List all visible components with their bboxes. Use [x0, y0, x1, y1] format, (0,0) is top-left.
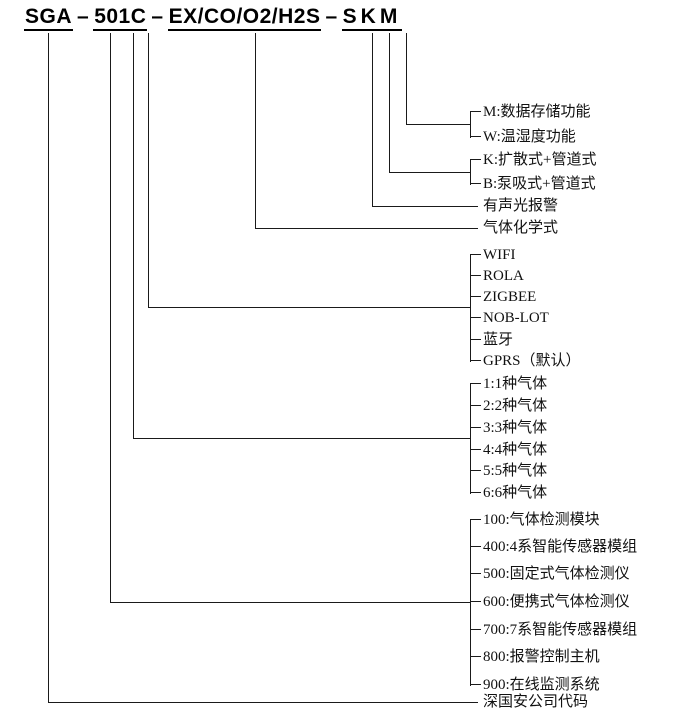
legend-item-zigbee: ZIGBEE — [469, 289, 537, 305]
legend-item-series-600: 600:便携式气体检测仪 — [470, 594, 630, 610]
connector-line-gascount — [133, 33, 134, 439]
connector-line-series — [110, 33, 111, 603]
legend-item-gas-3: 3:3种气体 — [469, 420, 548, 436]
bracket-series — [470, 520, 471, 686]
connector-line-sampling-h — [389, 172, 470, 173]
legend-item-series-700: 700:7系智能传感器模组 — [469, 622, 638, 638]
legend-item-chemistry: 气体化学式 — [483, 220, 559, 236]
connector-line-storage — [406, 33, 407, 125]
legend-item-series-500: 500:固定式气体检测仪 — [470, 566, 630, 582]
legend-item-data-storage: M:数据存储功能 — [470, 104, 591, 120]
bracket-gascount — [470, 384, 471, 494]
connector-line-storage-h — [406, 124, 470, 125]
connector-line-alarm — [372, 33, 373, 207]
code-dash: – — [77, 5, 90, 28]
legend-item-rola: ROLA — [470, 268, 524, 284]
legend-item-gas-6: 6:6种气体 — [469, 485, 548, 501]
legend-item-series-100: 100:气体检测模块 — [470, 512, 600, 528]
connector-line-alarm-h — [372, 206, 478, 207]
connector-line-chemistry-h — [255, 228, 478, 229]
legend-item-gas-4: 4:4种气体 — [469, 442, 548, 458]
connector-line-series-h — [110, 602, 470, 603]
code-options-segment: SKM — [341, 5, 403, 31]
legend-item-gas-2: 2:2种气体 — [469, 398, 548, 414]
bracket-comms — [470, 255, 471, 362]
connector-line-gascount-h — [133, 438, 470, 439]
code-gases-segment: EX/CO/O2/H2S — [167, 5, 322, 31]
legend-item-company-code: 深国安公司代码 — [483, 694, 589, 710]
code-series-segment: 501C — [93, 5, 148, 31]
legend-item-gas-1: 1:1种气体 — [469, 376, 548, 392]
legend-item-series-400: 400:4系智能传感器模组 — [469, 539, 638, 555]
connector-line-comms — [148, 33, 149, 308]
code-dash: – — [151, 5, 164, 28]
connector-line-company — [48, 33, 49, 703]
legend-item-bluetooth: 蓝牙 — [469, 332, 514, 348]
connector-line-chemistry — [255, 33, 256, 229]
legend-item-pump: B:泵吸式+管道式 — [470, 176, 596, 192]
connector-line-comms-h — [148, 307, 470, 308]
legend-item-nob-lot: NOB-LOT — [470, 310, 549, 326]
legend-item-alarm: 有声光报警 — [483, 198, 559, 214]
bracket-storage — [470, 112, 471, 138]
legend-item-series-900: 900:在线监测系统 — [470, 677, 600, 693]
connector-line-sampling — [389, 33, 390, 173]
legend-item-gas-5: 5:5种气体 — [469, 463, 548, 479]
legend-item-diffusion: K:扩散式+管道式 — [469, 152, 597, 168]
code-company-segment: SGA — [24, 5, 74, 31]
legend-item-series-800: 800:报警控制主机 — [470, 649, 600, 665]
bracket-sampling — [470, 160, 471, 185]
legend-item-wifi: WIFI — [470, 247, 516, 263]
legend-item-temp-humidity: W:温湿度功能 — [470, 129, 576, 145]
connector-line-company-h — [48, 702, 478, 703]
model-code: SGA–501C–EX/CO/O2/H2S–SKM — [24, 5, 403, 31]
code-dash: – — [325, 5, 338, 28]
legend-item-gprs: GPRS（默认） — [470, 353, 581, 369]
